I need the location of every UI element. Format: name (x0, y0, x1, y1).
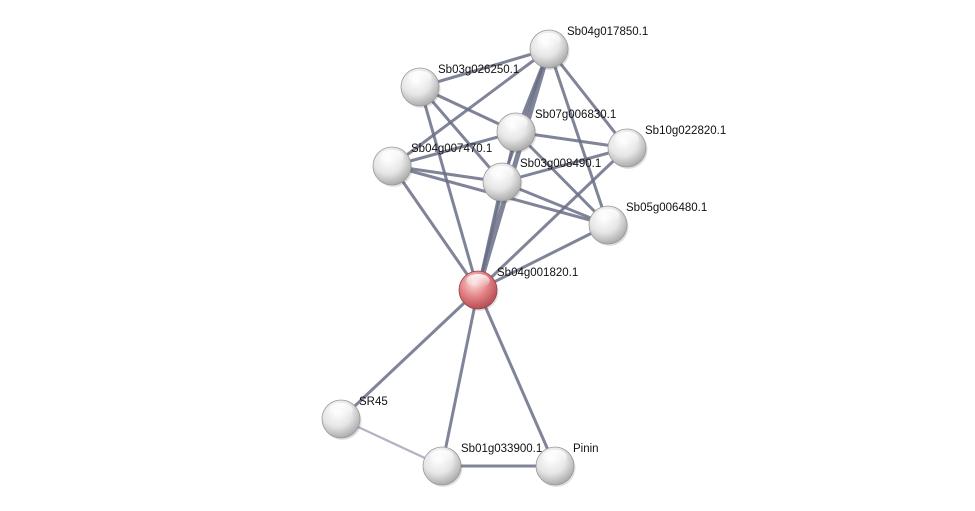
edge-sb04g001820-1-pinin (476, 289, 557, 467)
node-label-sb04g001820-1: Sb04g001820.1 (497, 267, 578, 279)
edge-sb07g006830-1-sb05g006480-1 (514, 130, 610, 227)
node-gloss (537, 33, 561, 47)
nodes-layer (321, 29, 648, 487)
edge-sb04g017850-1-sb05g006480-1 (547, 48, 610, 226)
edge-sb03g026250-1-sb04g001820-1 (418, 86, 480, 291)
node-label-sb03g008490-1: Sb03g008490.1 (520, 158, 601, 170)
node-label-pinin: Pinin (573, 443, 599, 455)
node-label-sb01g033900-1: Sb01g033900.1 (461, 443, 542, 455)
node-pinin[interactable] (535, 446, 576, 487)
node-label-sb04g007470-1: Sb04g007470.1 (411, 143, 492, 155)
node-sb01g033900-1[interactable] (422, 446, 463, 487)
node-gloss (543, 450, 567, 464)
node-gloss (329, 403, 353, 417)
node-gloss (596, 209, 620, 223)
edge-sb10g022820-1-sb04g001820-1 (476, 146, 629, 292)
labels-layer: Sb04g017850.1Sb03g026250.1Sb07g006830.1S… (359, 26, 726, 455)
node-gloss (380, 150, 404, 164)
node-sb03g026250-1[interactable] (400, 67, 441, 108)
edge-sb04g017850-1-sb03g026250-1 (419, 47, 550, 89)
edge-sb10g022820-1-sb03g008490-1 (501, 146, 628, 184)
node-sb10g022820-1[interactable] (607, 128, 648, 169)
edge-sb03g026250-1-sb03g008490-1 (418, 86, 504, 183)
node-label-sb05g006480-1: Sb05g006480.1 (626, 202, 707, 214)
edge-sb07g006830-1-sb04g007470-1 (391, 130, 517, 168)
edge-sb04g007470-1-sb04g001820-1 (390, 165, 480, 291)
node-gloss (615, 132, 639, 146)
edge-sb04g001820-1-sr45 (339, 288, 480, 421)
node-sb04g017850-1[interactable] (529, 29, 570, 70)
node-label-sb10g022820-1: Sb10g022820.1 (645, 125, 726, 137)
edge-sb04g017850-1-sb04g007470-1 (391, 47, 550, 168)
edge-sb04g017850-1-sb10g022820-1 (547, 48, 629, 149)
node-gloss (504, 116, 528, 130)
node-sb03g008490-1[interactable] (482, 162, 523, 203)
edge-sb04g001820-1-sb01g033900-1 (440, 289, 480, 467)
edge-sb05g006480-1-sb04g001820-1 (477, 223, 609, 292)
node-sr45[interactable] (321, 399, 362, 440)
node-gloss (408, 71, 432, 85)
node-sb04g007470-1[interactable] (372, 146, 413, 187)
node-gloss (490, 166, 514, 180)
node-label-sb07g006830-1: Sb07g006830.1 (535, 109, 616, 121)
node-gloss (430, 450, 454, 464)
node-label-sb03g026250-1: Sb03g026250.1 (438, 64, 519, 76)
node-label-sr45: SR45 (359, 396, 388, 408)
node-label-sb04g017850-1: Sb04g017850.1 (567, 26, 648, 38)
node-sb04g001820-1[interactable] (458, 270, 499, 311)
node-sb07g006830-1[interactable] (496, 112, 537, 153)
node-gloss (466, 274, 490, 288)
node-sb05g006480-1[interactable] (588, 205, 629, 246)
